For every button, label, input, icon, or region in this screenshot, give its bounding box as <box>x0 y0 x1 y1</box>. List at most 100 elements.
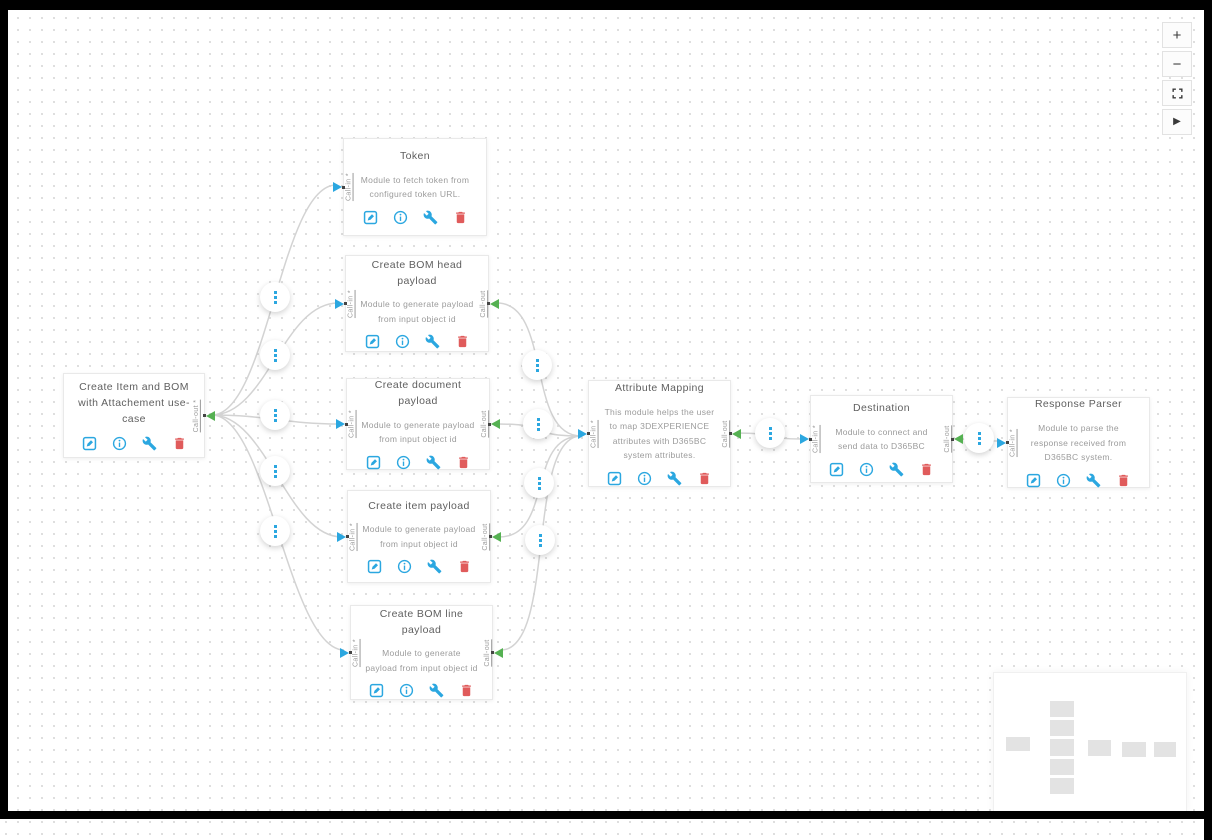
wrench-icon[interactable] <box>426 455 441 470</box>
call-out-port-label: Call-out <box>721 419 729 448</box>
info-icon[interactable] <box>397 559 412 574</box>
call-out-arrow[interactable] <box>954 434 963 444</box>
delete-icon[interactable] <box>459 683 474 698</box>
call-in-port-label: Call-in * <box>812 424 820 454</box>
edge-handle[interactable] <box>523 409 553 439</box>
edge-handle[interactable] <box>260 456 290 486</box>
edit-icon[interactable] <box>369 683 384 698</box>
wrench-icon[interactable] <box>889 462 904 477</box>
call-out-arrow[interactable] <box>490 298 499 309</box>
node-description: Module to fetch token from configured to… <box>360 174 470 200</box>
info-icon[interactable] <box>399 683 414 698</box>
delete-icon[interactable] <box>456 455 471 470</box>
delete-icon[interactable] <box>455 334 470 349</box>
info-icon[interactable] <box>393 210 408 225</box>
call-out-dot <box>487 302 490 305</box>
edit-icon[interactable] <box>366 455 381 470</box>
wrench-icon[interactable] <box>429 683 444 698</box>
info-icon[interactable] <box>637 471 652 486</box>
node-response-parser[interactable]: Response Parser Module to parse the resp… <box>997 397 1150 488</box>
call-out-arrow[interactable] <box>491 419 500 429</box>
edge-handle[interactable] <box>260 400 290 430</box>
canvas-controls: + − ▶ <box>1162 22 1192 135</box>
edit-icon[interactable] <box>82 436 97 451</box>
edit-icon[interactable] <box>607 471 622 486</box>
call-out-port-label: Call-out <box>480 410 488 438</box>
info-icon[interactable] <box>1056 473 1071 488</box>
delete-icon[interactable] <box>457 559 472 574</box>
node-token[interactable]: Token Module to fetch token from configu… <box>333 138 487 236</box>
edit-icon[interactable] <box>1026 473 1041 488</box>
edge-handle[interactable] <box>522 350 552 380</box>
call-in-arrow[interactable] <box>997 437 1006 448</box>
wrench-icon[interactable] <box>427 559 442 574</box>
call-in-arrow[interactable] <box>337 531 346 542</box>
edge-handle[interactable] <box>755 418 785 448</box>
edge-handle[interactable] <box>260 340 290 370</box>
fit-view-button[interactable] <box>1162 80 1192 106</box>
delete-icon[interactable] <box>1116 473 1131 488</box>
call-in-port-label: Call-in * <box>590 419 598 448</box>
zoom-in-button[interactable]: + <box>1162 22 1192 48</box>
call-in-arrow[interactable] <box>333 182 342 192</box>
node-title: Create item payload <box>368 499 470 512</box>
call-in-arrow[interactable] <box>340 647 349 658</box>
edit-icon[interactable] <box>367 559 382 574</box>
edge-handle[interactable] <box>260 282 290 312</box>
call-out-port-label: Call-out <box>479 289 487 318</box>
node-create-item-payload[interactable]: Create item payload Module to generate p… <box>337 490 501 583</box>
node-actions <box>366 455 471 470</box>
edit-icon[interactable] <box>829 462 844 477</box>
wrench-icon[interactable] <box>425 334 440 349</box>
node-description: Module to generate payload from input ob… <box>362 524 476 549</box>
info-icon[interactable] <box>395 334 410 349</box>
play-button[interactable]: ▶ <box>1162 109 1192 135</box>
call-in-arrow[interactable] <box>335 298 344 309</box>
node-create-document-payload[interactable]: Create document payload Module to genera… <box>336 378 500 470</box>
call-out-arrow[interactable] <box>492 531 501 542</box>
edit-icon[interactable] <box>363 210 378 225</box>
info-icon[interactable] <box>859 462 874 477</box>
minimap-node <box>1088 740 1111 756</box>
delete-icon[interactable] <box>172 436 187 451</box>
info-icon[interactable] <box>396 455 411 470</box>
call-in-arrow[interactable] <box>578 428 587 439</box>
call-in-dot <box>349 651 352 654</box>
call-out-arrow[interactable] <box>732 428 741 439</box>
edge-handle[interactable] <box>525 525 555 555</box>
delete-icon[interactable] <box>453 210 468 225</box>
call-in-arrow[interactable] <box>336 419 345 429</box>
node-create-bom-head-payload[interactable]: Create BOM head payload Module to genera… <box>335 255 499 352</box>
call-in-dot <box>344 302 347 305</box>
edge-handle[interactable] <box>260 516 290 546</box>
minimap[interactable] <box>993 672 1187 811</box>
node-create-bom-line-payload[interactable]: Create BOM line payload Module to genera… <box>340 605 503 700</box>
edge-handle[interactable] <box>964 423 994 453</box>
call-out-dot <box>951 437 954 441</box>
call-in-dot <box>809 437 812 441</box>
node-title: Token <box>399 150 431 163</box>
delete-icon[interactable] <box>919 462 934 477</box>
edge-handle[interactable] <box>524 468 554 498</box>
node-description: Module to generate payload from input ob… <box>360 299 474 324</box>
edit-icon[interactable] <box>365 334 380 349</box>
call-out-arrow[interactable] <box>494 647 503 658</box>
delete-icon[interactable] <box>697 471 712 486</box>
wrench-icon[interactable] <box>142 436 157 451</box>
call-in-port-label: Call-in * <box>345 172 353 202</box>
node-actions <box>363 210 468 225</box>
info-icon[interactable] <box>112 436 127 451</box>
call-in-dot <box>587 432 590 435</box>
node-destination[interactable]: Destination Module to connect and send d… <box>800 395 963 483</box>
wrench-icon[interactable] <box>423 210 438 225</box>
minimap-node <box>1050 739 1074 756</box>
node-attribute-mapping[interactable]: Attribute Mapping This module helps the … <box>578 380 741 487</box>
node-create-item-bom-usecase[interactable]: Create Item and BOM with Attachement use… <box>63 373 215 458</box>
wrench-icon[interactable] <box>667 471 682 486</box>
call-in-arrow[interactable] <box>800 434 809 444</box>
zoom-out-button[interactable]: − <box>1162 51 1192 77</box>
fullscreen-icon <box>1171 87 1183 99</box>
call-out-arrow[interactable] <box>206 410 215 421</box>
flow-canvas[interactable]: Create Item and BOM with Attachement use… <box>8 10 1204 811</box>
wrench-icon[interactable] <box>1086 473 1101 488</box>
